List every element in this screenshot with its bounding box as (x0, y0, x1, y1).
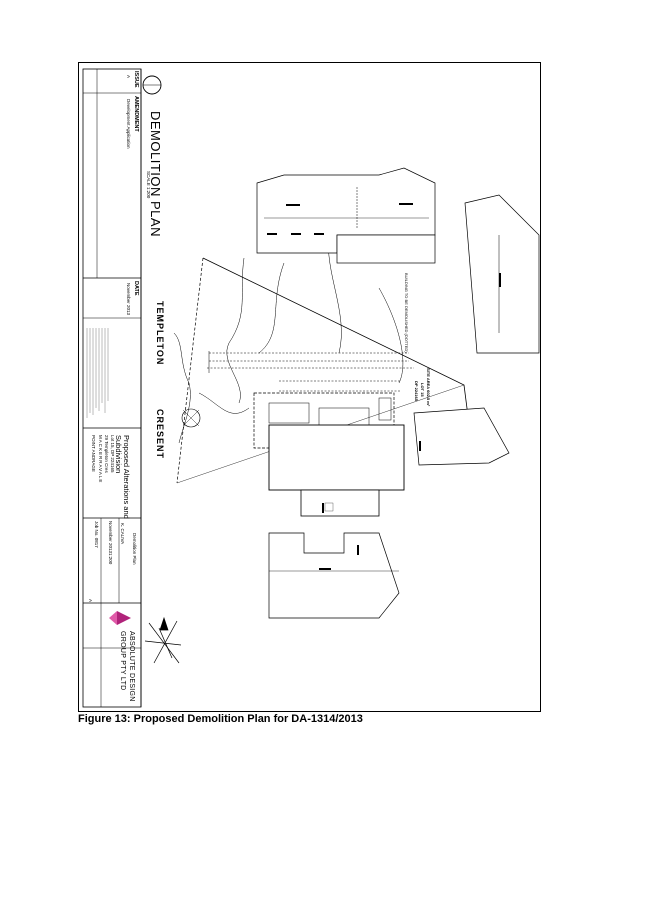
main-house (268, 424, 405, 491)
neighbour-lot-right (464, 194, 540, 354)
tree-symbol (181, 408, 201, 428)
general-notes (86, 328, 109, 418)
firm-logo (117, 611, 131, 625)
street-name-1: TEMPLETON (155, 301, 165, 366)
firm-name-line-1: ABSOLUTE DESIGN (128, 631, 135, 702)
issue-header: ISSUE (133, 71, 139, 88)
neighbour-lot-bottom (268, 532, 400, 619)
north-arrow-icon (144, 616, 182, 664)
sheet-issue: A (88, 599, 93, 603)
neighbour-lot-small (413, 407, 510, 466)
sheet-scale: 1:200 (108, 553, 113, 565)
issue-value: A (126, 75, 131, 79)
driveway (207, 352, 414, 392)
project-line-3: Lot 15, DP 224165 (110, 435, 115, 473)
title-block-border (82, 68, 142, 708)
street-name-2: CRESENT (155, 409, 165, 460)
project-line-5: MACKERRAVALE (98, 435, 103, 484)
sheet-client: K. CALIVA (120, 523, 125, 545)
site-area: SITE AREA 602.5 m² (426, 368, 431, 407)
sheet-date: November 2013 (108, 521, 113, 554)
dp-label: DP 224165 (414, 381, 419, 401)
site-plan-drawing (82, 68, 540, 708)
firm-name-line-2: GROUP PTY LTD (119, 631, 126, 691)
lot-label: LOT 15 (420, 383, 425, 397)
scale-label: SCALE 1:200 (146, 171, 151, 199)
figure-caption: Figure 13: Proposed Demolition Plan for … (78, 713, 363, 725)
date-value: November 2013 (126, 283, 131, 316)
building-to-demolish (253, 392, 395, 449)
project-line-4: 29 Templeton Cres (104, 435, 109, 473)
sheet-drawing-name: Demolition Plan (132, 533, 137, 565)
date-header: DATE (133, 281, 139, 296)
drawing-frame: DEMOLITION PLAN SCALE 1:200 ISSUE AMENDM… (78, 62, 541, 712)
project-line-2: Subdivision (114, 435, 123, 474)
neighbour-lot-top (256, 167, 436, 254)
amendment-header: AMENDMENT (133, 96, 139, 132)
project-line-6: POINT ANDRAGE (91, 435, 96, 472)
project-line-1: Proposed Alterations and (122, 435, 131, 519)
plan-annotations (267, 203, 501, 570)
building-note: BUILDING TO BE DEMOLISHED (DOTTED) (404, 273, 409, 353)
sheet-job-no: Job No. 0817 (94, 521, 99, 548)
amendment-value: Development Application (126, 99, 131, 149)
